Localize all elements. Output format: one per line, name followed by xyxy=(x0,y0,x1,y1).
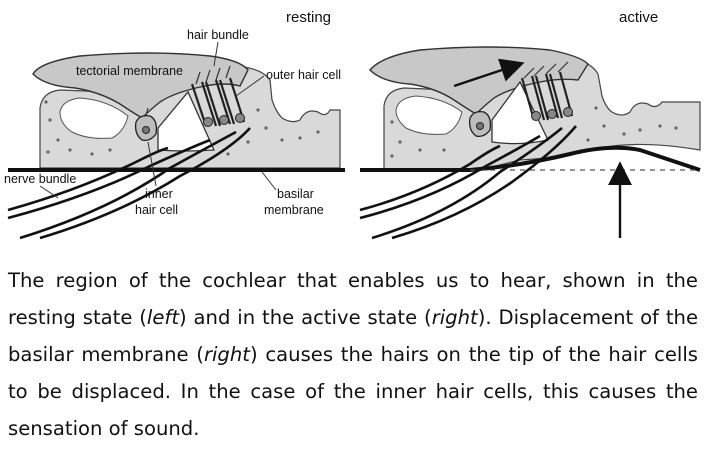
inner-sulcus xyxy=(59,97,129,139)
caption-right-italic-1: right xyxy=(431,306,478,329)
outer-hair-cell-nuclei-active xyxy=(531,107,573,121)
supporting-cells xyxy=(44,100,320,156)
resting-state-label: resting xyxy=(286,9,331,26)
nerve-bundle-label: nerve bundle xyxy=(4,172,76,186)
basilar-membrane-leader xyxy=(261,171,277,191)
basilar-membrane-label-line2: membrane xyxy=(264,203,324,217)
inner-sulcus-active xyxy=(395,95,463,135)
tectorial-membrane-label: tectorial membrane xyxy=(76,64,183,78)
caption-text-3: ). Displacement of the basilar membrane … xyxy=(8,306,698,366)
supporting-cells-active xyxy=(390,106,678,158)
outer-hair-cells xyxy=(190,77,246,127)
caption-text-4: ) causes the hairs on the tip of the hai… xyxy=(8,343,699,440)
nerve-fibers xyxy=(7,127,251,240)
caption-text-2: ) and in the active state ( xyxy=(179,306,432,329)
basilar-membrane-label-line1: basilar xyxy=(277,187,314,201)
caption-text-1: The region of the cochlear that enables … xyxy=(8,269,698,329)
caption-right-italic-2: right xyxy=(203,343,250,366)
resting-panel: resting hair bundle tectorial membrane o… xyxy=(4,9,345,240)
inner-hair-cell-label-line1: inner xyxy=(145,187,173,201)
outer-hair-cell-label: outer hair cell xyxy=(266,68,341,82)
inner-hair-cell-leader xyxy=(147,141,157,187)
basilar-membrane-active xyxy=(360,145,701,172)
tectorial-shear-arrow xyxy=(453,58,525,88)
hair-bundle-active xyxy=(523,61,569,79)
active-state-label: active xyxy=(619,9,658,26)
hair-bundle-leader xyxy=(213,41,219,67)
caption-left-italic: left xyxy=(146,306,180,329)
nerve-bundle-leader xyxy=(39,185,59,199)
inner-hair-cell-label-line2: hair cell xyxy=(135,203,178,217)
nerve-fibers-active xyxy=(359,125,577,240)
figure-caption: The region of the cochlear that enables … xyxy=(8,262,698,447)
cochlea-figure: resting hair bundle tectorial membrane o… xyxy=(4,9,701,240)
outer-hair-cell-nuclei xyxy=(203,113,245,127)
outer-hair-cell-leader xyxy=(235,75,265,97)
tectorial-membrane-active xyxy=(369,46,589,115)
hair-bundle-label: hair bundle xyxy=(187,28,249,42)
active-panel: active xyxy=(359,9,701,240)
